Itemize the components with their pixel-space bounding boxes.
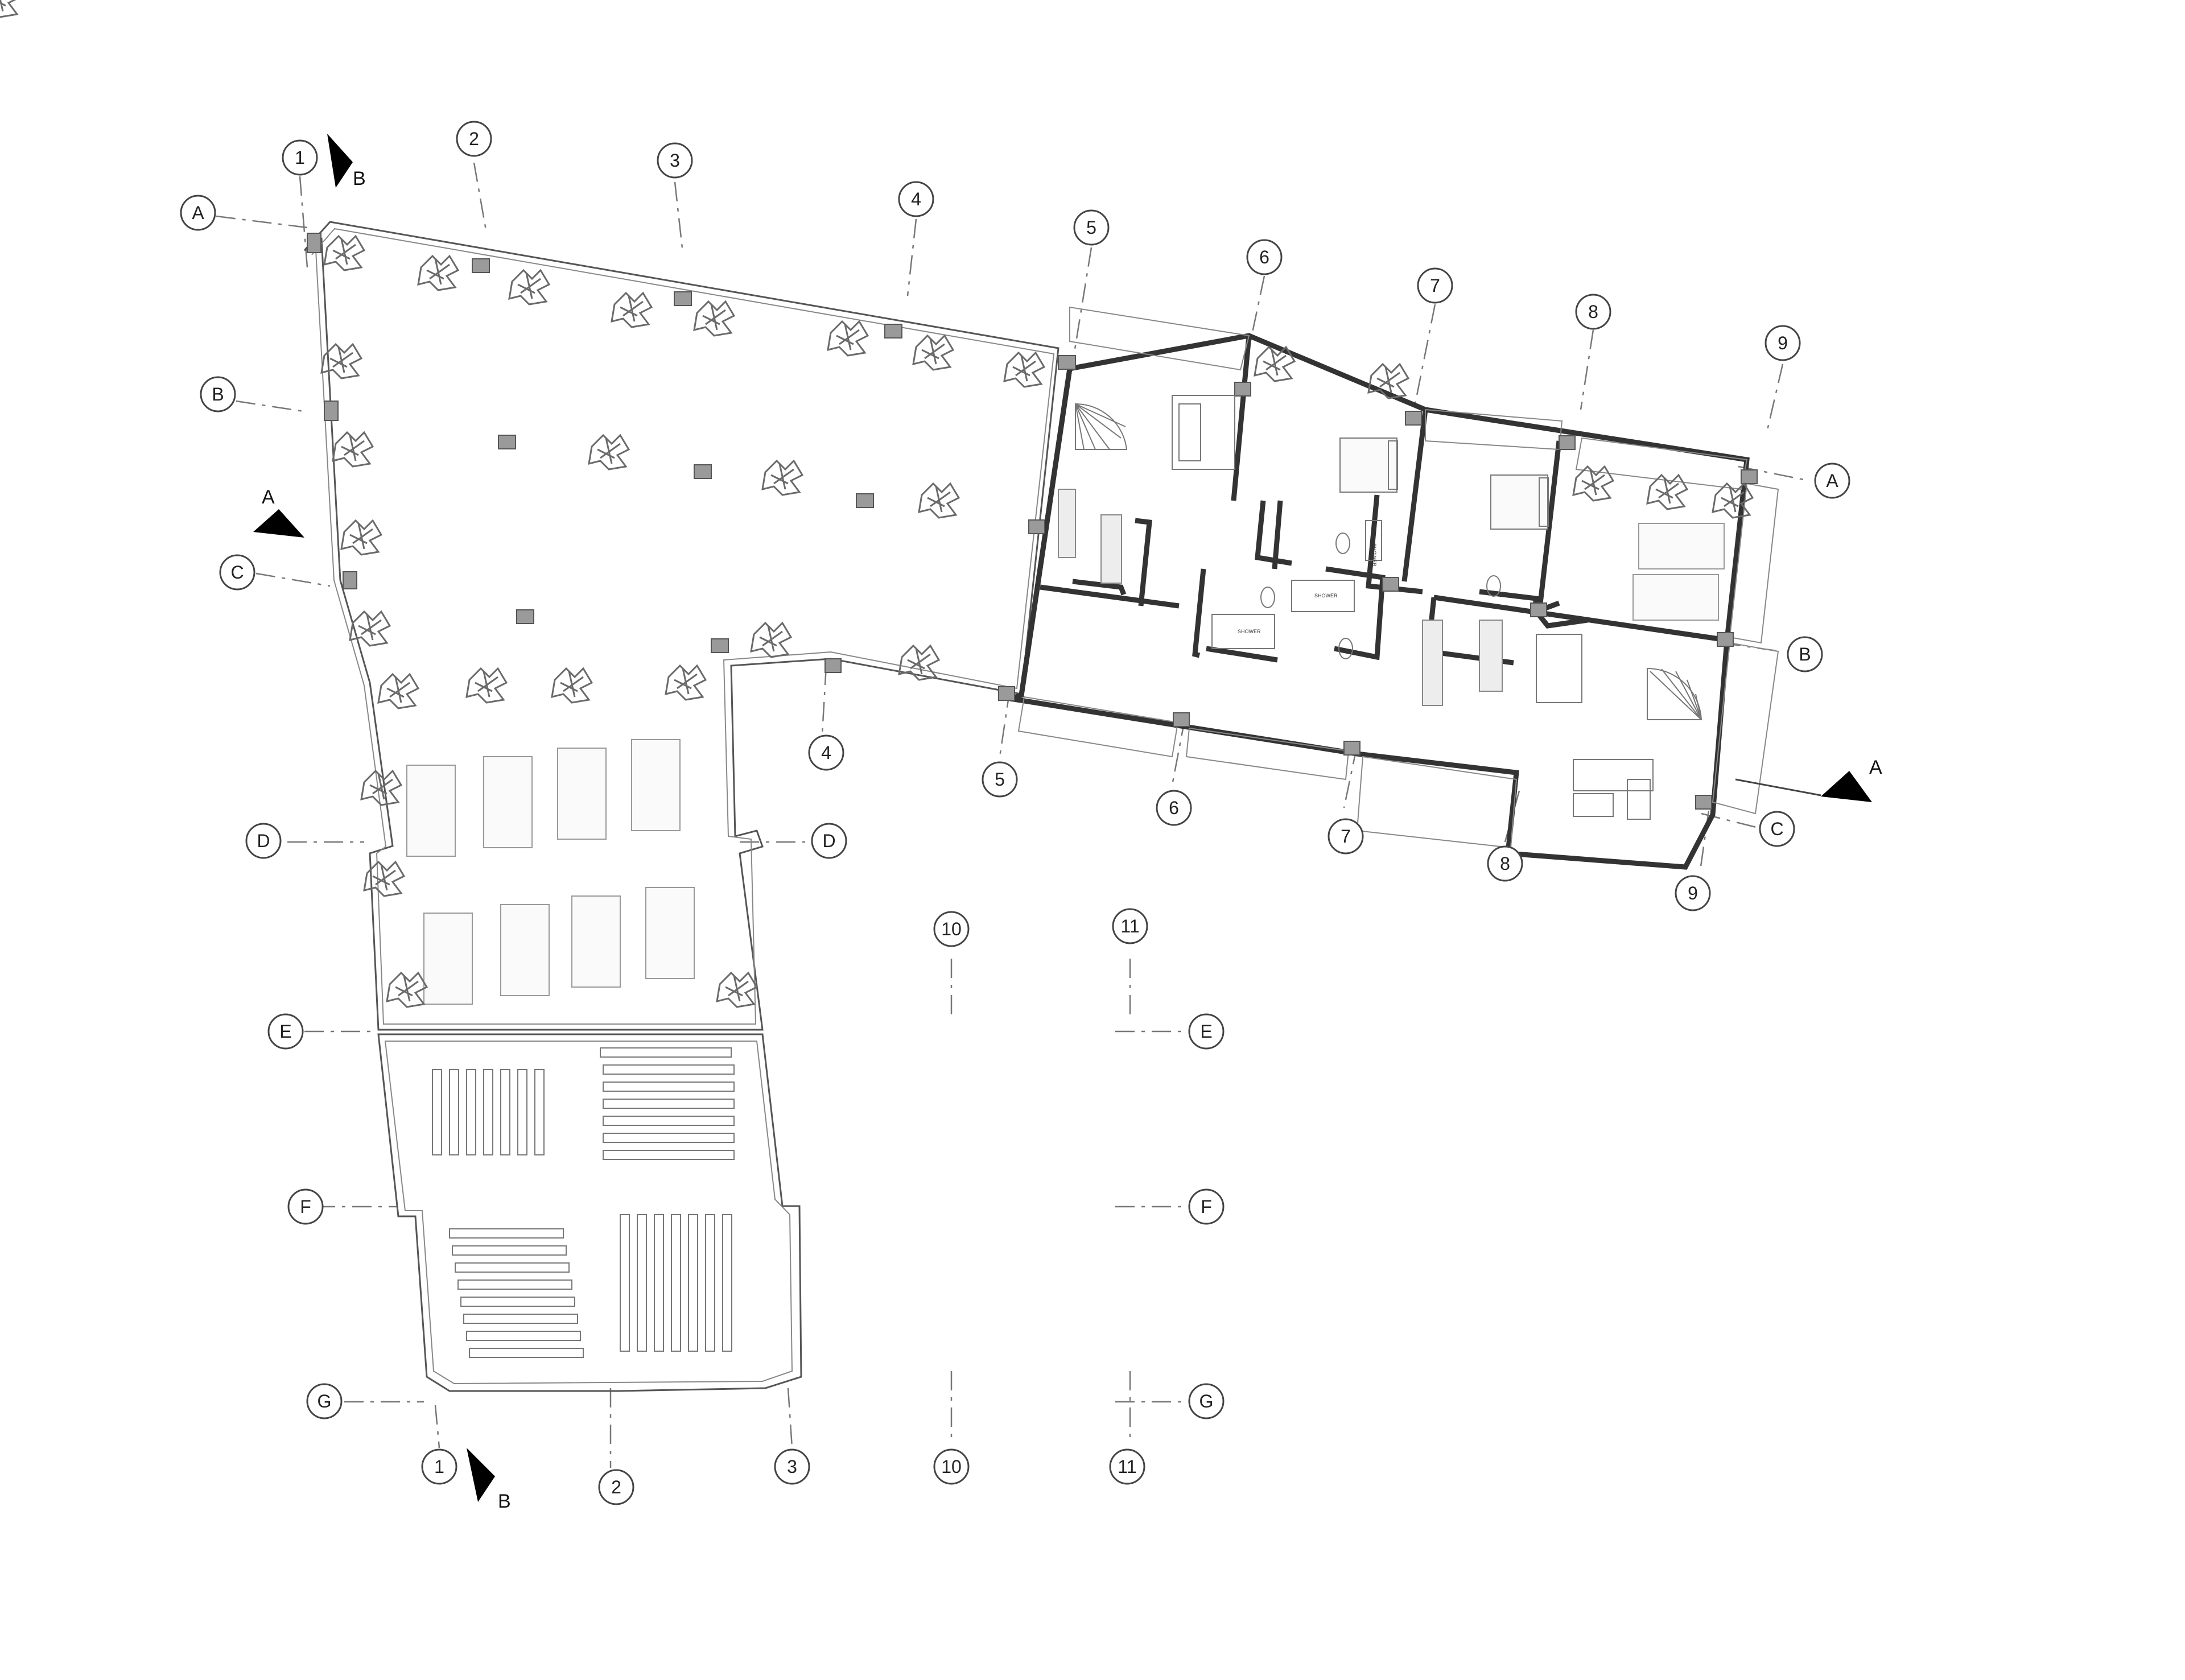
svg-text:2: 2 xyxy=(469,129,479,149)
svg-text:E: E xyxy=(279,1021,291,1042)
grid-bubble-g-right: G xyxy=(1188,1383,1225,1419)
grid-bubble-10-mid: 10 xyxy=(933,911,970,947)
svg-text:10: 10 xyxy=(941,1456,962,1477)
grid-bubble-2-bottom: 2 xyxy=(598,1469,634,1505)
grid-bubble-f-right: F xyxy=(1188,1188,1225,1225)
building-outline xyxy=(303,221,1779,1392)
svg-text:10: 10 xyxy=(941,919,962,939)
grid-bubbles: 1 2 3 4 5 6 7 8 9 4 5 6 7 8 9 10 11 1 2 … xyxy=(180,121,1850,1505)
planter-beds xyxy=(406,523,1725,1005)
svg-text:4: 4 xyxy=(911,189,921,209)
grid-bubble-5-top: 5 xyxy=(1073,209,1110,246)
shower-label-1: SHOWER xyxy=(1238,629,1261,634)
svg-text:7: 7 xyxy=(1430,275,1440,296)
grid-bubble-e-left: E xyxy=(267,1013,304,1050)
grid-bubble-4-mid: 4 xyxy=(808,734,844,771)
structural-columns xyxy=(307,233,1758,810)
section-label-b-bottom: B xyxy=(498,1491,511,1512)
svg-text:D: D xyxy=(822,831,835,851)
section-label-a-right: A xyxy=(1869,757,1882,778)
grid-bubble-10-bottom: 10 xyxy=(933,1448,970,1485)
section-arrow-b-bottom xyxy=(467,1448,495,1502)
section-label-a-left: A xyxy=(262,486,275,508)
section-label-b-top: B xyxy=(353,168,366,189)
grid-bubble-6-mid: 6 xyxy=(1156,790,1192,826)
grid-bubble-4-top: 4 xyxy=(898,181,934,217)
svg-text:4: 4 xyxy=(821,742,831,763)
section-arrow-b-top xyxy=(327,134,353,188)
section-arrow-a-left xyxy=(253,509,304,538)
svg-text:B: B xyxy=(1799,644,1811,664)
svg-text:C: C xyxy=(230,562,244,583)
svg-text:6: 6 xyxy=(1169,798,1179,818)
grid-bubble-f-left: F xyxy=(287,1188,324,1225)
svg-text:11: 11 xyxy=(1118,1456,1136,1477)
svg-text:A: A xyxy=(192,203,204,223)
svg-text:9: 9 xyxy=(1778,333,1788,353)
shower-label-3: SHOWER xyxy=(1371,543,1377,567)
grid-bubble-11-mid: 11 xyxy=(1112,908,1148,944)
svg-text:C: C xyxy=(1770,819,1783,839)
grid-bubble-11-bottom: 11 xyxy=(1109,1448,1145,1485)
grid-bubble-6-top: 6 xyxy=(1246,239,1283,275)
svg-text:2: 2 xyxy=(611,1477,621,1497)
svg-text:8: 8 xyxy=(1500,853,1510,874)
grid-bubble-9-mid: 9 xyxy=(1675,875,1711,911)
furniture: SHOWER SHOWER SHOWER xyxy=(1058,395,1654,820)
shower-label-2: SHOWER xyxy=(1314,593,1338,598)
svg-text:5: 5 xyxy=(995,769,1005,790)
section-arrow-a-right xyxy=(1821,771,1872,802)
grid-bubble-3-top: 3 xyxy=(657,142,693,179)
grid-bubble-e-right: E xyxy=(1188,1013,1225,1050)
grid-bubble-2-top: 2 xyxy=(456,121,492,157)
svg-text:8: 8 xyxy=(1588,302,1598,322)
grid-bubble-7-top: 7 xyxy=(1417,267,1453,304)
grid-bubble-c-right: C xyxy=(1759,811,1795,847)
grid-bubble-3-bottom: 3 xyxy=(774,1448,810,1485)
svg-text:1: 1 xyxy=(434,1456,444,1477)
grid-bubble-b-right: B xyxy=(1787,636,1823,672)
svg-text:E: E xyxy=(1200,1021,1212,1042)
section-cut-markers: B A A B xyxy=(253,134,1882,1512)
svg-text:7: 7 xyxy=(1341,826,1351,847)
svg-text:F: F xyxy=(1201,1196,1212,1217)
grid-bubble-b-left: B xyxy=(200,376,236,412)
grid-bubble-5-mid: 5 xyxy=(982,761,1018,798)
grid-bubble-g-left: G xyxy=(306,1383,343,1419)
bench-rows xyxy=(432,1047,735,1358)
svg-text:G: G xyxy=(1199,1391,1214,1411)
svg-text:G: G xyxy=(318,1391,332,1411)
grid-bubble-d-left: D xyxy=(245,823,282,859)
svg-text:A: A xyxy=(1826,470,1838,491)
svg-text:F: F xyxy=(300,1196,311,1217)
svg-text:D: D xyxy=(257,831,270,851)
grid-bubble-8-mid: 8 xyxy=(1487,845,1523,882)
grid-lines xyxy=(216,162,1810,1468)
svg-text:3: 3 xyxy=(787,1456,797,1477)
svg-text:1: 1 xyxy=(295,147,305,168)
grid-bubble-1-bottom: 1 xyxy=(421,1448,457,1485)
svg-text:5: 5 xyxy=(1086,217,1096,238)
grid-bubble-1-top: 1 xyxy=(282,139,318,176)
grid-bubble-9-top: 9 xyxy=(1765,325,1801,361)
svg-text:9: 9 xyxy=(1688,883,1698,903)
spiral-stairs xyxy=(1075,403,1702,720)
svg-text:3: 3 xyxy=(670,150,680,171)
grid-bubble-a-left: A xyxy=(180,195,216,231)
tree-symbols xyxy=(0,0,1754,1008)
grid-bubble-a-right: A xyxy=(1814,463,1850,499)
grid-bubble-7-mid: 7 xyxy=(1328,818,1364,855)
svg-text:6: 6 xyxy=(1259,247,1269,267)
grid-bubble-d-right: D xyxy=(811,823,847,859)
svg-text:B: B xyxy=(212,384,224,404)
svg-text:11: 11 xyxy=(1120,916,1139,936)
grid-bubble-8-top: 8 xyxy=(1575,294,1611,330)
grid-bubble-c-left: C xyxy=(219,554,255,591)
